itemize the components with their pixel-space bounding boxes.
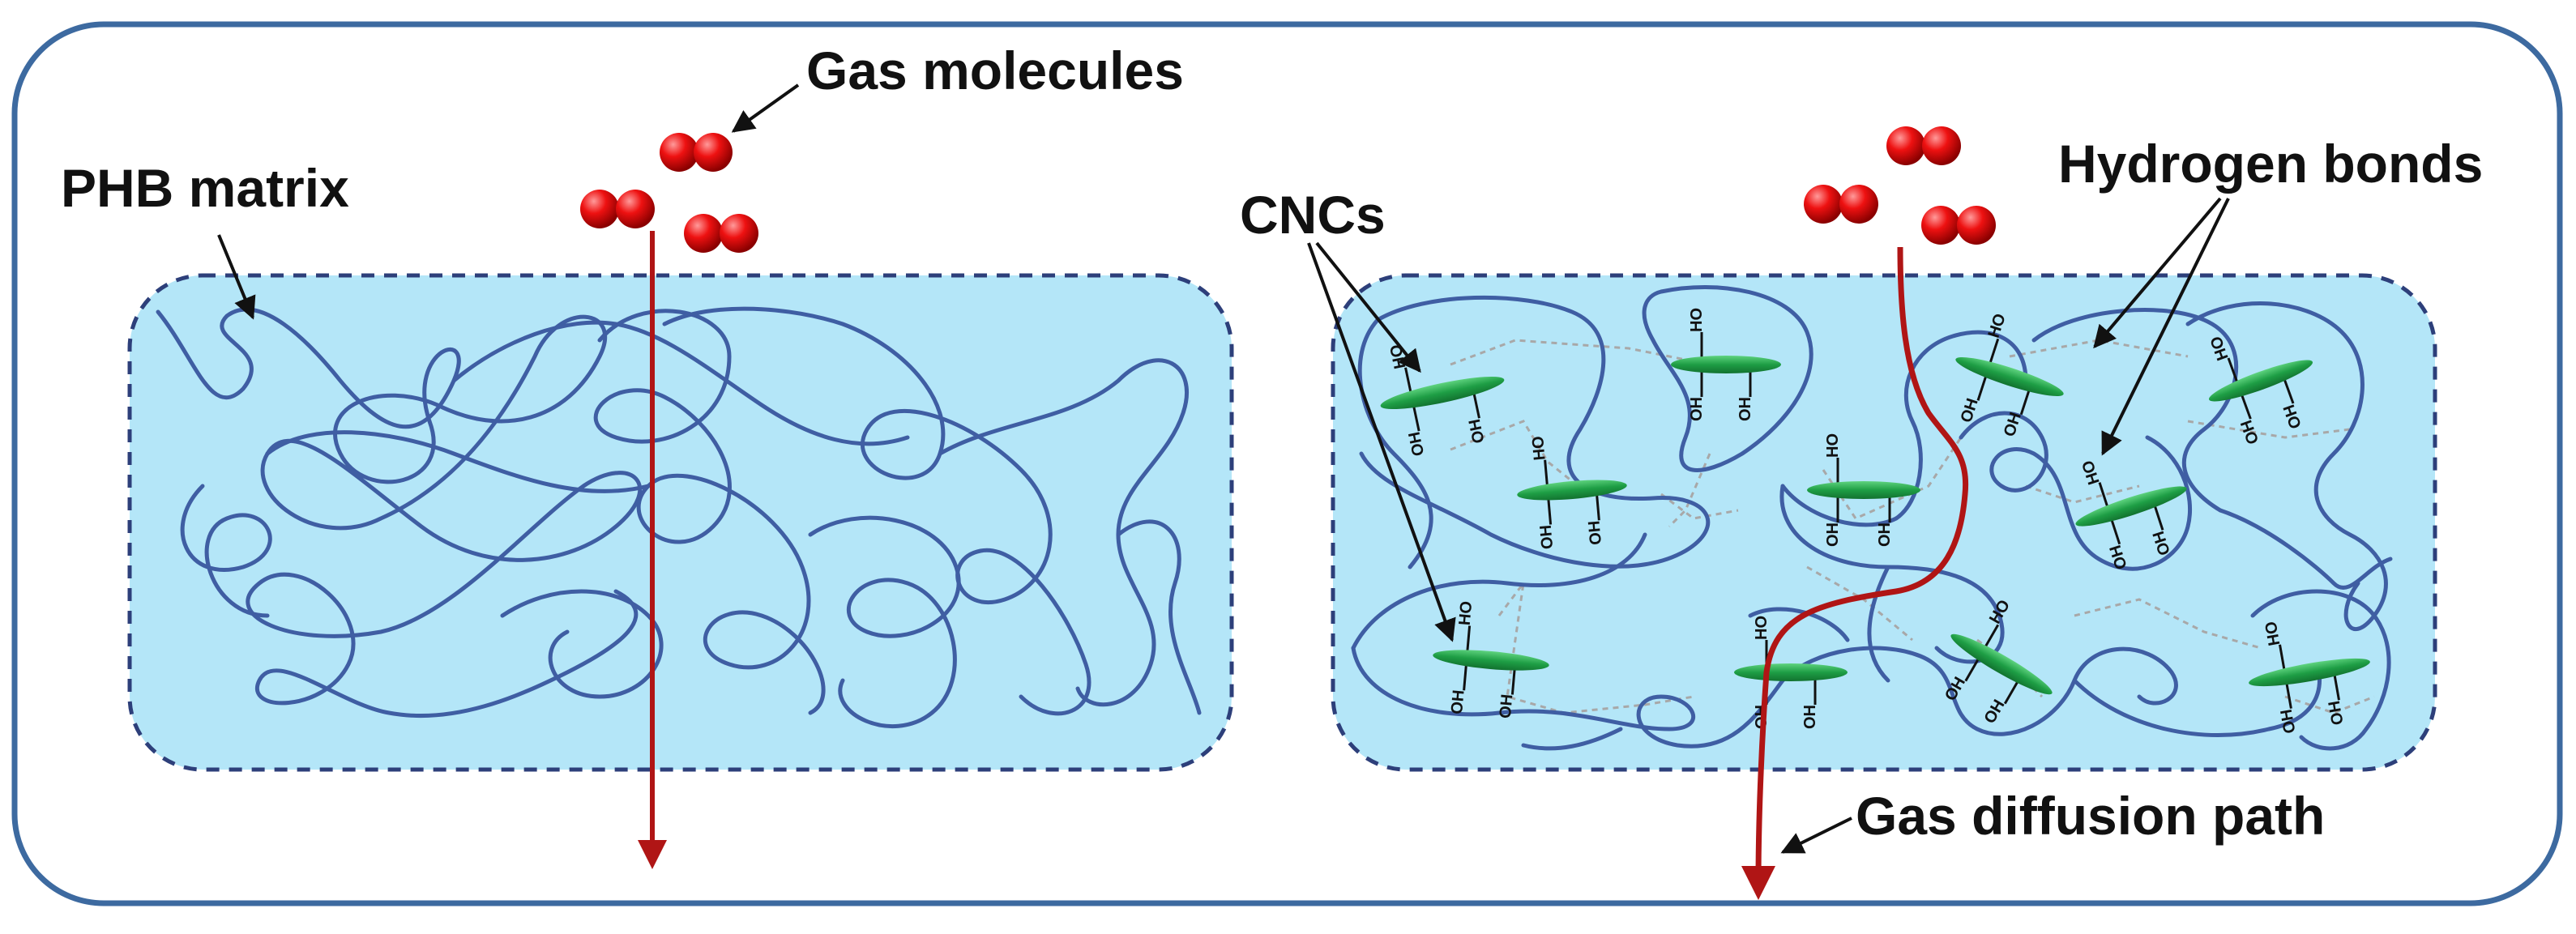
cnc-rod-3: HO OH OH	[1671, 308, 1781, 421]
label-gas-diffusion-path: Gas diffusion path	[1856, 786, 2325, 846]
pointer-hbond-2	[2101, 198, 2230, 456]
pointer-cncs-top	[1315, 241, 1421, 373]
svg-text:OH: OH	[1585, 520, 1605, 546]
svg-text:HO: HO	[1753, 616, 1771, 640]
pointer-hbond-1	[2093, 197, 2222, 349]
polymer-chains-right	[1351, 284, 2393, 751]
svg-text:HO: HO	[1688, 308, 1706, 332]
gas-molecule-icon	[684, 214, 758, 253]
phb-matrix-box	[127, 273, 1234, 772]
svg-text:OH: OH	[1688, 397, 1706, 421]
polymer-chains-left	[156, 306, 1202, 728]
svg-text:OH: OH	[1876, 522, 1894, 547]
svg-text:OH: OH	[1497, 693, 1517, 719]
gas-molecule-icon	[660, 133, 733, 172]
label-cncs: CNCs	[1240, 185, 1386, 245]
gas-molecule-icon	[1921, 206, 1996, 245]
gas-molecule-icon	[1804, 185, 1878, 224]
label-phb-matrix: PHB matrix	[61, 158, 349, 218]
svg-text:HO: HO	[1824, 433, 1842, 458]
svg-text:HO: HO	[1529, 435, 1549, 461]
svg-text:OH: OH	[1801, 705, 1819, 729]
label-gas-molecules: Gas molecules	[806, 41, 1184, 100]
gas-molecule-icon	[580, 190, 655, 228]
cnc-rod-11: HO OH OH	[2249, 620, 2370, 735]
svg-text:OH: OH	[1448, 689, 1468, 715]
svg-text:HO: HO	[2262, 620, 2284, 646]
pointer-cncs-bottom	[1307, 242, 1456, 642]
label-hydrogen-bonds: Hydrogen bonds	[2058, 134, 2483, 194]
hydrogen-bond-network	[1450, 339, 2375, 714]
pointer-gas-diffusion-path	[1780, 817, 1852, 854]
cnc-rod-8: HO OH OH	[1433, 600, 1549, 719]
cnc-rod-2: HO OH OH	[1517, 435, 1627, 550]
svg-text:OH: OH	[1824, 522, 1842, 547]
tortuous-diffusion-arrow	[1741, 246, 1969, 900]
gas-molecule-icon	[1886, 126, 1961, 165]
svg-text:OH: OH	[1737, 397, 1754, 421]
svg-text:HO: HO	[1456, 600, 1476, 626]
cnc-rod-4: HO OH OH	[1807, 433, 1920, 547]
cnc-rod-5: HO OH OH	[1955, 312, 2064, 439]
svg-text:OH: OH	[2326, 699, 2347, 726]
pointer-gas-molecules	[731, 83, 800, 133]
svg-text:OH: OH	[2278, 708, 2300, 735]
svg-text:OH: OH	[1537, 524, 1557, 550]
pointer-phb-matrix	[217, 234, 256, 320]
